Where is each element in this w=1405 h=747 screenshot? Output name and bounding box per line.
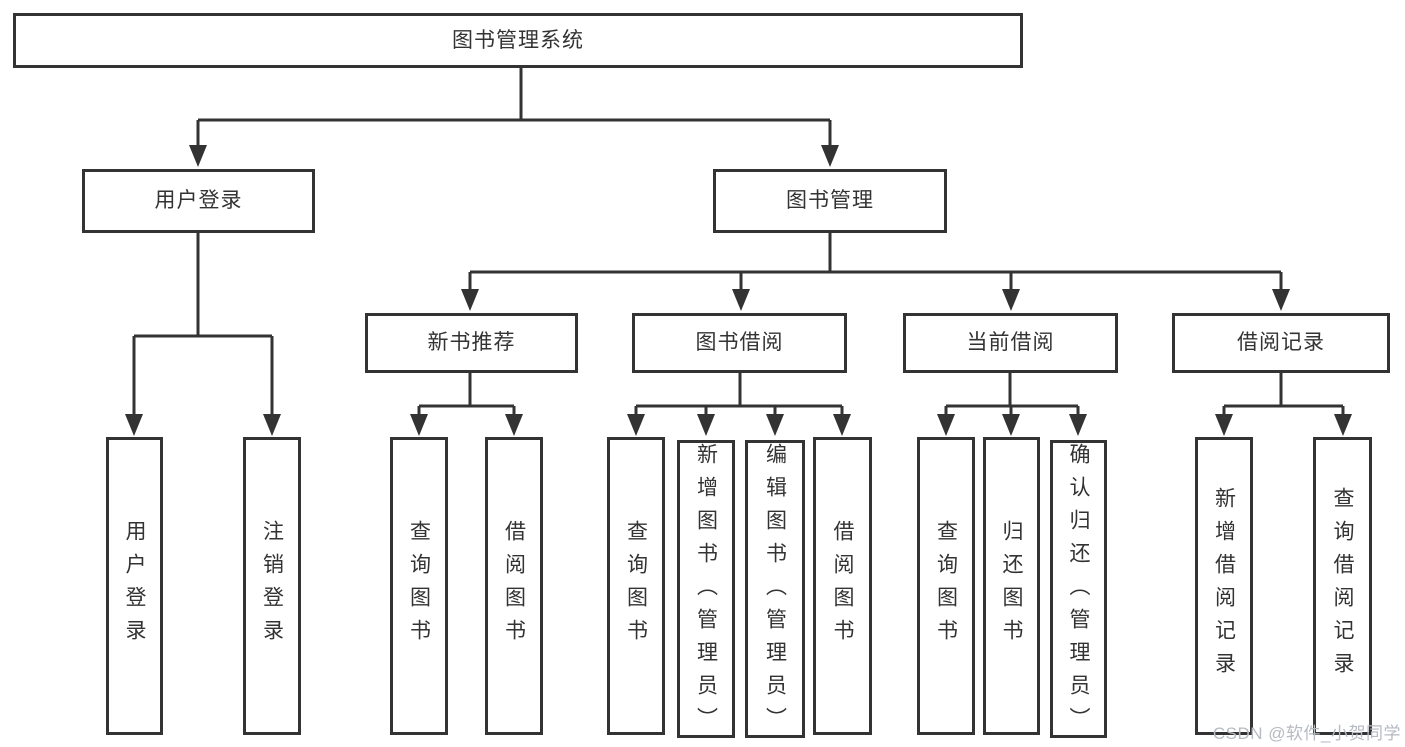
leaf-borrow-books: 借阅图书 [813,437,872,735]
leaf-confirm-return-admin-label: 确认归还（管理员） [1067,443,1091,740]
node-book-management-label: 图书管理 [786,189,874,213]
leaf-query-books-recommend: 查询图书 [390,437,448,735]
leaf-query-books-borrow-label: 查询图书 [624,520,648,652]
leaf-add-borrow-record-label: 新增借阅记录 [1212,487,1236,685]
leaf-edit-books-admin: 编辑图书（管理员） [745,440,805,740]
leaf-user-login-label: 用户登录 [123,520,147,652]
node-library-system: 图书管理系统 [13,13,1023,68]
node-book-borrowing-label: 图书借阅 [695,331,784,355]
node-user-login-label: 用户登录 [154,189,243,213]
watermark: CSDN @软件_小贺同学 [1212,724,1401,743]
leaf-query-books-borrow: 查询图书 [607,437,665,735]
node-borrowing-records: 借阅记录 [1172,313,1390,373]
leaf-return-books: 归还图书 [983,437,1040,735]
node-new-book-recommendation-label: 新书推荐 [427,331,516,355]
leaf-query-borrow-record-label: 查询借阅记录 [1331,487,1355,685]
leaf-query-books-current: 查询图书 [917,437,975,735]
node-current-borrowing: 当前借阅 [903,313,1118,373]
node-user-login: 用户登录 [82,169,315,233]
leaf-add-books-admin-label: 新增图书（管理员） [694,443,718,740]
connector-path [132,68,1345,418]
leaf-user-login: 用户登录 [106,437,163,735]
leaf-borrow-books-recommend: 借阅图书 [485,437,543,735]
node-current-borrowing-label: 当前借阅 [966,331,1055,355]
node-book-borrowing: 图书借阅 [632,313,847,373]
node-borrowing-records-label: 借阅记录 [1237,331,1325,355]
leaf-add-books-admin: 新增图书（管理员） [677,440,735,740]
node-new-book-recommendation: 新书推荐 [365,313,578,373]
leaf-return-books-label: 归还图书 [1000,520,1024,652]
leaf-confirm-return-admin: 确认归还（管理员） [1050,440,1107,740]
leaf-add-borrow-record: 新增借阅记录 [1195,437,1253,735]
node-library-system-label: 图书管理系统 [452,28,584,52]
arrowheads [125,145,1352,436]
leaf-logout: 注销登录 [243,437,301,735]
leaf-edit-books-admin-label: 编辑图书（管理员） [763,443,787,740]
leaf-borrow-books-recommend-label: 借阅图书 [502,520,526,652]
leaf-logout-label: 注销登录 [260,520,284,652]
node-book-management: 图书管理 [713,169,947,233]
leaf-borrow-books-label: 借阅图书 [831,520,855,652]
leaf-query-books-current-label: 查询图书 [934,520,958,652]
leaf-query-books-recommend-label: 查询图书 [407,520,431,652]
leaf-query-borrow-record: 查询借阅记录 [1313,437,1372,735]
